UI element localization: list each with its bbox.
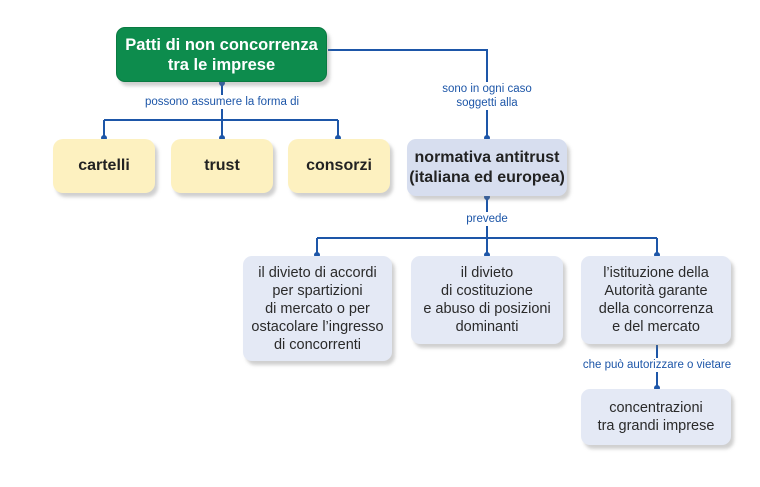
autorita-line-1: l’istituzione della	[603, 265, 709, 281]
posizioni-line-4: dominanti	[455, 319, 519, 335]
title-line-1: Patti di non concorrenza	[125, 35, 318, 54]
title-node: Patti di non concorrenza tra le imprese	[116, 27, 327, 82]
label-autorizzare: che può autorizzare o vietare	[577, 358, 737, 372]
accordi-line-4: ostacolare l’ingresso	[251, 318, 384, 335]
node-concentrazioni: concentrazioni tra grandi imprese	[581, 389, 731, 445]
label-soggetti: sono in ogni caso soggetti alla	[440, 82, 534, 110]
node-normativa: normativa antitrust (italiana ed europea…	[407, 139, 567, 196]
label-possono: possono assumere la forma di	[141, 95, 303, 109]
accordi-line-3: di mercato o per	[265, 300, 370, 317]
accordi-line-5: di concorrenti	[273, 336, 362, 353]
autorita-line-3: della concorrenza	[598, 301, 714, 317]
concentrazioni-line-2: tra grandi imprese	[597, 418, 715, 434]
node-trust: trust	[171, 139, 273, 193]
autorita-line-4: e del mercato	[612, 319, 700, 335]
autorita-line-2: Autorità garante	[604, 283, 708, 299]
consorzi-label: consorzi	[306, 157, 372, 174]
posizioni-line-1: il divieto	[460, 265, 514, 281]
accordi-line-2: per spartizioni	[272, 282, 363, 299]
accordi-line-1: il divieto di accordi	[258, 264, 377, 281]
node-divieto-accordi: il divieto di accordi per spartizioni di…	[243, 256, 392, 361]
node-consorzi: consorzi	[288, 139, 390, 193]
node-divieto-posizioni: il divieto di costituzione e abuso di po…	[411, 256, 563, 344]
normativa-line-1: normativa antitrust	[414, 148, 560, 166]
concentrazioni-line-1: concentrazioni	[609, 400, 703, 416]
posizioni-line-3: e abuso di posizioni	[423, 301, 551, 317]
cartelli-label: cartelli	[78, 157, 130, 174]
label-soggetti-line-2: soggetti alla	[456, 97, 518, 109]
label-soggetti-line-1: sono in ogni caso	[442, 83, 532, 95]
node-cartelli: cartelli	[53, 139, 155, 193]
trust-label: trust	[204, 157, 240, 174]
label-prevede: prevede	[462, 212, 512, 226]
title-line-2: tra le imprese	[167, 55, 276, 74]
normativa-line-2: (italiana ed europea)	[409, 168, 565, 186]
node-autorita: l’istituzione della Autorità garante del…	[581, 256, 731, 344]
posizioni-line-2: di costituzione	[441, 283, 533, 299]
